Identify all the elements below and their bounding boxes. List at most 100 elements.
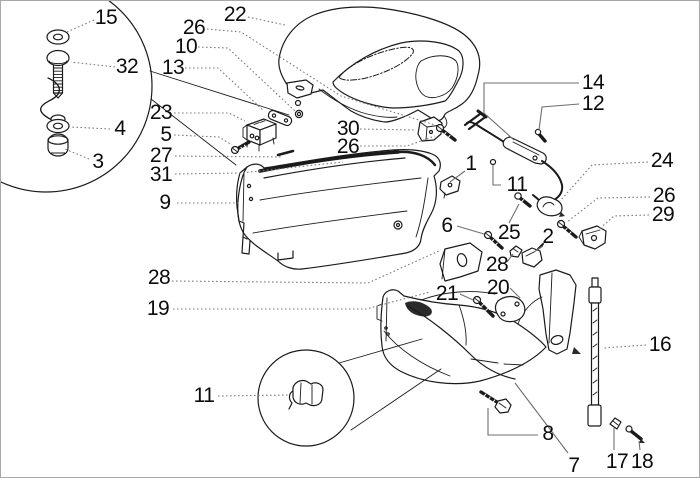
part-12-screw-drawing [534,128,547,143]
leader-line-6-22 [456,225,485,235]
part-label-17-34: 17 [605,450,629,473]
part-17-bushing-drawing [609,417,622,430]
part-label-6-22: 6 [441,214,453,237]
part-label-26-4: 26 [182,16,206,39]
leader-line-22-5 [247,16,286,26]
part-label-9-12: 9 [159,191,171,214]
part-label-24-19: 24 [650,149,674,172]
part-6-screw-drawing [483,230,504,250]
part-22-seat-cover-drawing [278,6,481,133]
leader-line-20-26 [509,287,521,299]
part-13-plate-drawing [267,109,293,127]
leader-line-12-16 [538,103,580,131]
part-9-underseat-tray-drawing [236,149,441,270]
part-label-11-18: 11 [506,173,528,196]
part-5-screw-drawing [230,140,251,155]
part-30-bracket-drawing [417,116,443,142]
part-3-cap-nut-drawing [47,133,69,157]
leader-line-24-19 [559,161,649,202]
part-label-21-27: 21 [435,282,459,305]
part-label-15-0: 15 [94,6,118,29]
leader-line-5-9 [173,134,233,146]
part-label-31-11: 31 [149,163,173,186]
part-1-latch-plate-drawing [439,175,461,199]
part-11-clip-drawing [288,379,324,410]
part-label-13-7: 13 [161,56,185,79]
part-label-16-30: 16 [648,333,672,356]
part-label-14-15: 14 [581,71,605,94]
part-4-washer-drawing [46,114,70,134]
part-16-strut-rod-drawing [587,277,602,427]
part-label-11-31: 11 [193,384,215,407]
leader-line-3-3 [64,148,90,160]
part-label-4-2: 4 [114,117,126,140]
part-2-latch-bracket-drawing [521,243,544,268]
part-label-12-16: 12 [581,92,605,115]
part-label-27-10: 27 [149,144,173,167]
part-8-bolt-drawing [479,390,512,414]
part-20-plate-drawing [494,295,526,323]
part-label-19-29: 19 [146,297,170,320]
part-label-10-6: 10 [174,35,198,58]
leader-line-26-4 [206,28,436,126]
part-label-28-25: 28 [485,253,509,276]
leader-line-27-10 [174,155,283,158]
part-label-5-9: 5 [160,123,172,146]
part-26-screw-drawing [435,123,457,142]
part-24-hook-drawing [532,194,565,217]
leader-line-14-15 [483,82,579,141]
leader-line-25-23 [508,203,520,224]
leader-line-2-24 [533,245,544,253]
hardware-detail-circle [1,1,290,193]
part-label-20-26: 20 [486,276,510,299]
leader-line-26-14 [360,135,436,147]
part-15-washer-drawing [46,29,70,45]
part-label-23-8: 23 [149,101,173,124]
part-label-2-24: 2 [542,225,554,248]
part-26-screw-right-drawing [556,219,578,239]
part-21-screw-drawing [472,295,495,318]
part-11-pin-drawing [489,158,497,166]
part-label-26-14: 26 [336,135,360,158]
leader-line-18-35 [638,440,641,451]
part-label-30-13: 30 [336,117,360,140]
part-28-buffer-plate-drawing [439,242,483,282]
leader-line-8-32 [487,408,538,436]
part-14-seat-lock-cable-drawing [463,109,564,201]
part-label-32-1: 32 [115,55,139,78]
leader-line-13-7 [185,67,264,111]
part-7-lower-panel-drawing [376,269,581,385]
part-25-screw-drawing [514,192,532,208]
part-10-grommet-drawing [294,109,304,119]
leader-line-32-1 [70,61,116,68]
leader-line-19-29 [173,291,431,310]
part-label-26-20: 26 [652,184,676,207]
part-label-28-28: 28 [147,266,171,289]
leader-line-28-25 [506,253,514,263]
leader-line-15-0 [66,19,95,33]
part-18-screw-drawing [625,425,645,443]
leader-line-7-33 [514,382,569,454]
part-label-22-5: 22 [223,3,247,26]
leader-line-1-17 [449,170,466,183]
part-label-25-23: 25 [497,221,521,244]
leader-line-4-2 [70,126,111,130]
leader-line-11-31 [217,394,289,397]
leader-line-26-20 [566,196,651,223]
part-23-bracket-drawing [242,118,277,152]
leader-line-30-13 [359,128,416,131]
part-label-3-3: 3 [92,150,104,173]
leader-line-31-11 [174,161,344,175]
part-label-18-35: 18 [630,450,654,473]
leader-line-11-18 [492,165,501,186]
part-label-29-21: 29 [651,203,675,226]
leader-line-21-27 [459,293,474,301]
leader-line-23-8 [174,112,246,122]
part-label-8-32: 8 [542,422,554,445]
part-label-7-33: 7 [568,454,580,477]
leader-line-28-28 [171,249,442,284]
bracket-arm-drawing [40,77,60,121]
